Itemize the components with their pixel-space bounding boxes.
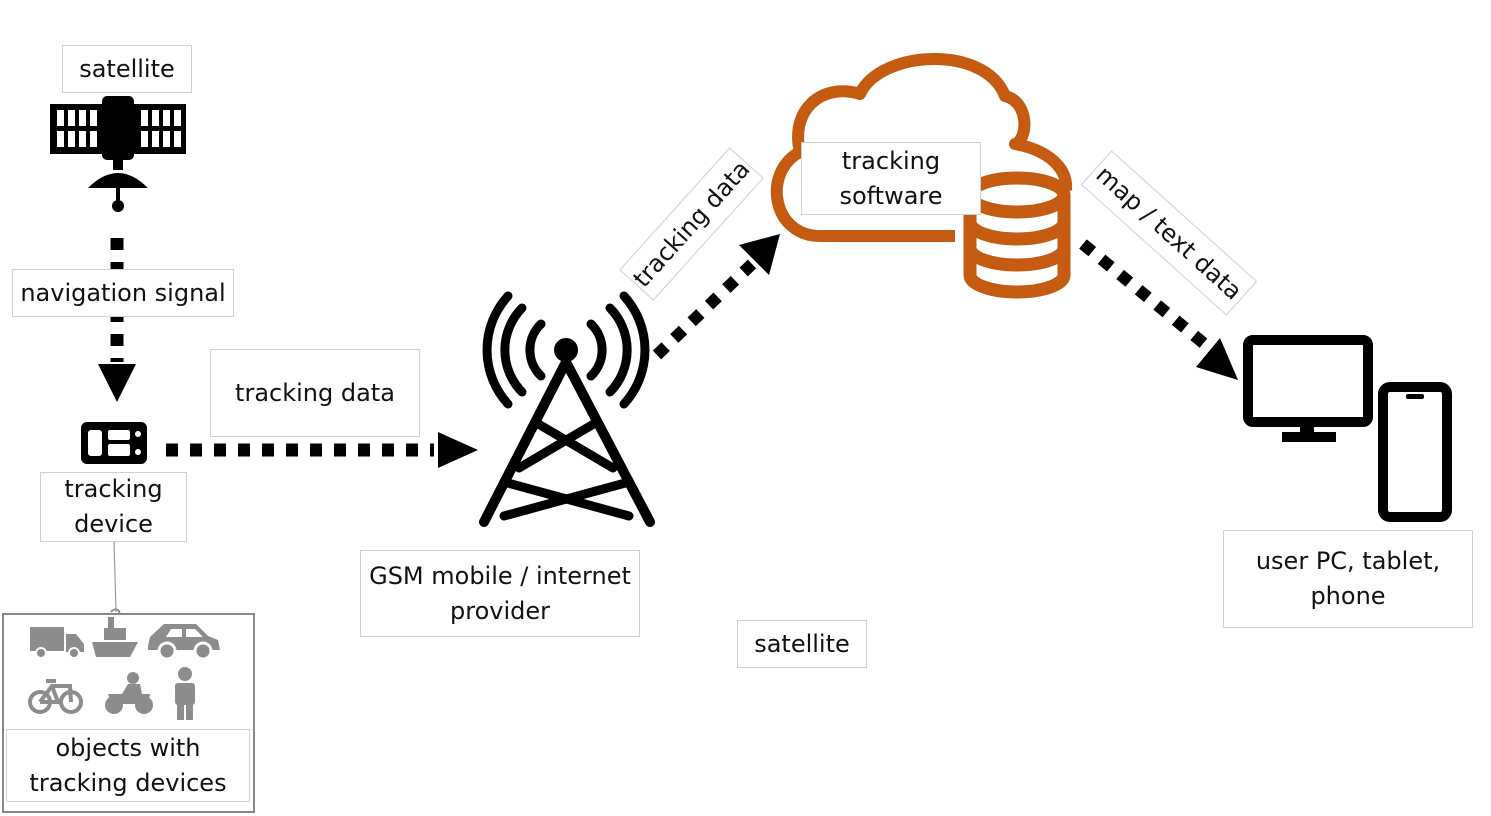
- motorcycle-icon: [105, 672, 153, 714]
- satellite-label-bottom: satellite: [737, 620, 867, 668]
- objects-label: objects with tracking devices: [6, 729, 250, 802]
- tracking-data-label-horizontal: tracking data: [210, 349, 420, 437]
- user-devices-line2: phone: [1310, 582, 1386, 610]
- tracking-data-arrow-diagonal: [652, 234, 780, 360]
- database-icon: [963, 171, 1071, 299]
- car-icon: [148, 624, 220, 661]
- gsm-provider-label: GSM mobile / internet provider: [360, 550, 640, 637]
- tracking-data-arrow-horizontal: [166, 432, 478, 468]
- tracker-board-icon: [81, 422, 147, 464]
- tracking-device-line1: tracking: [64, 475, 163, 503]
- truck-icon: [30, 627, 84, 659]
- user-devices-label: user PC, tablet, phone: [1223, 530, 1473, 628]
- cloud-icon: [770, 53, 1073, 242]
- cell-tower-icon: [479, 291, 655, 527]
- tracking-software-label: tracking software: [801, 142, 981, 215]
- phone-icon: [1378, 382, 1452, 522]
- user-devices-line1: user PC, tablet,: [1255, 547, 1441, 575]
- navigation-signal-label: navigation signal: [12, 269, 234, 317]
- objects-frame: [2, 613, 255, 813]
- tracking-device-line2: device: [74, 510, 153, 538]
- bicycle-icon: [28, 679, 83, 714]
- device-objects-connector: [113, 541, 117, 613]
- navigation-signal-text: navigation signal: [20, 278, 226, 307]
- tracking-software-line1: tracking: [841, 146, 941, 175]
- tracking-software-line2: software: [839, 181, 943, 210]
- satellite-label-top: satellite: [62, 45, 192, 93]
- tracking-data-text-horizontal: tracking data: [235, 378, 395, 407]
- gsm-provider-line1: GSM mobile / internet: [369, 561, 631, 590]
- satellite-label-text: satellite: [79, 54, 175, 83]
- person-icon: [175, 667, 195, 720]
- objects-line2: tracking devices: [29, 768, 227, 797]
- tracking-device-label: tracking device: [40, 472, 187, 542]
- gsm-provider-line2: provider: [450, 596, 550, 625]
- satellite-label-bottom-text: satellite: [754, 629, 850, 658]
- objects-line1: objects with: [55, 733, 201, 762]
- map-text-data-arrow: [1079, 239, 1238, 380]
- object-icons: [28, 608, 220, 720]
- satellite-icon: [50, 96, 186, 212]
- navigation-signal-arrow: [98, 238, 136, 402]
- ship-icon: [92, 608, 138, 657]
- monitor-icon: [1243, 335, 1373, 442]
